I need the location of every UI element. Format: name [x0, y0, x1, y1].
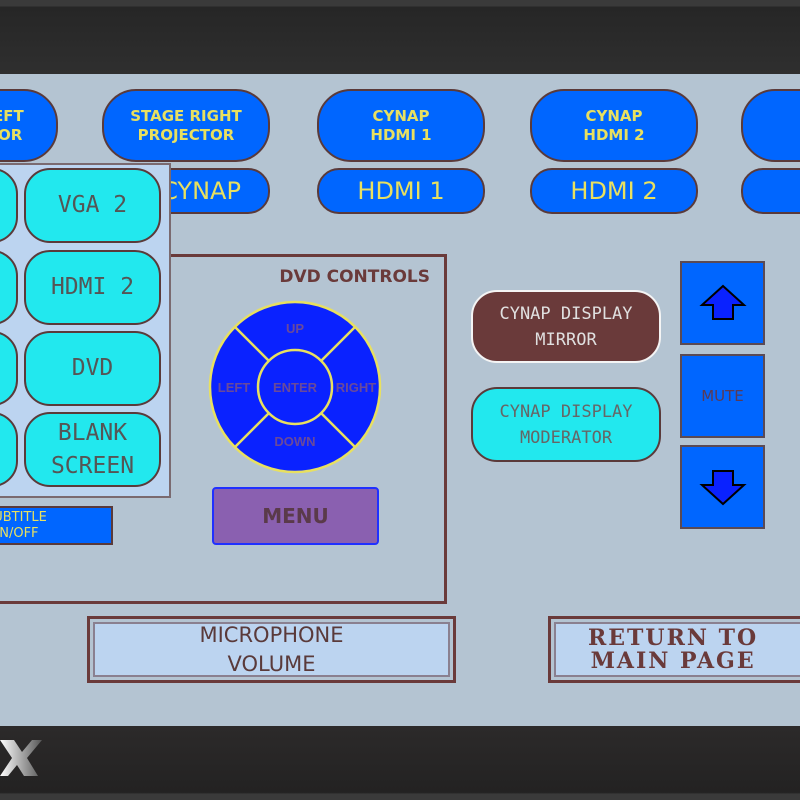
right-button[interactable]: RIGHT — [336, 380, 377, 395]
input-source-panel: VGA 2 HDMI 2 DVD BLANK SCREEN — [0, 163, 171, 498]
brand-logo-x — [0, 740, 42, 776]
hdmi1-status-button[interactable]: HDMI 1 — [317, 168, 485, 214]
subtitle-toggle-button[interactable]: SUBTITLE ON/OFF — [0, 506, 113, 545]
label: PROJECTOR — [137, 125, 235, 144]
volume-down-button[interactable] — [680, 445, 765, 529]
cynap-display-mirror-button[interactable]: CYNAP DISPLAY MIRROR — [471, 290, 661, 363]
label: MAIN PAGE — [590, 647, 756, 674]
menu-button[interactable]: MENU — [212, 487, 379, 545]
partial-input-button[interactable] — [0, 168, 18, 243]
control-panel: STAGE LEFTPROJECTOR STAGE RIGHTPROJECTOR… — [0, 74, 800, 726]
dvd-controls-title: DVD CONTROLS — [279, 267, 430, 287]
microphone-volume-button[interactable]: MICROPHONE VOLUME — [87, 616, 456, 683]
dvd-controls-group: DVD CONTROLS — [0, 254, 447, 604]
enter-button[interactable] — [256, 348, 334, 426]
partial-source-button[interactable]: AS — [741, 89, 800, 162]
volume-up-button[interactable] — [680, 261, 765, 345]
hdmi2-status-button[interactable]: HDMI 2 — [530, 168, 698, 214]
label: CYNAP — [372, 106, 430, 125]
label: HDMI 2 — [583, 125, 645, 144]
arrow-up-icon — [698, 284, 747, 320]
dvd-input-button[interactable]: DVD — [24, 331, 161, 406]
mute-button[interactable]: MUTE — [680, 354, 765, 438]
bottom-bezel — [0, 726, 800, 800]
label: STAGE LEFT — [0, 106, 24, 125]
arrow-down-icon — [698, 470, 747, 506]
top-bezel — [0, 0, 800, 74]
partial-input-button[interactable] — [0, 412, 18, 487]
dvd-dpad: UP DOWN LEFT RIGHT ENTER — [208, 300, 382, 474]
label: CYNAP — [161, 177, 241, 205]
label: STAGE RIGHT — [130, 106, 242, 125]
partial-input-button[interactable] — [0, 250, 18, 325]
label: ON/OFF — [0, 526, 39, 541]
label: HDMI 1 — [370, 125, 432, 144]
up-button[interactable]: UP — [286, 321, 304, 336]
label: CYNAP — [585, 106, 643, 125]
vga2-button[interactable]: VGA 2 — [24, 168, 161, 243]
partial-status-button[interactable] — [741, 168, 800, 214]
label: MICROPHONE — [199, 622, 344, 647]
label: HDMI 1 — [357, 177, 445, 205]
hdmi2-input-button[interactable]: HDMI 2 — [24, 250, 161, 325]
label: HDMI 2 — [570, 177, 658, 205]
cynap-display-moderator-button[interactable]: CYNAP DISPLAY MODERATOR — [471, 387, 661, 462]
label: VOLUME — [227, 651, 316, 676]
label: RETURN TO — [588, 624, 759, 651]
down-button[interactable]: DOWN — [274, 434, 315, 449]
label: PROJECTOR — [0, 125, 23, 144]
left-button[interactable]: LEFT — [218, 380, 251, 395]
partial-input-button[interactable] — [0, 331, 18, 406]
label: SUBTITLE — [0, 510, 47, 525]
stage-left-projector-button[interactable]: STAGE LEFTPROJECTOR — [0, 89, 58, 162]
blank-screen-button[interactable]: BLANK SCREEN — [24, 412, 161, 487]
enter-label[interactable]: ENTER — [273, 380, 318, 395]
